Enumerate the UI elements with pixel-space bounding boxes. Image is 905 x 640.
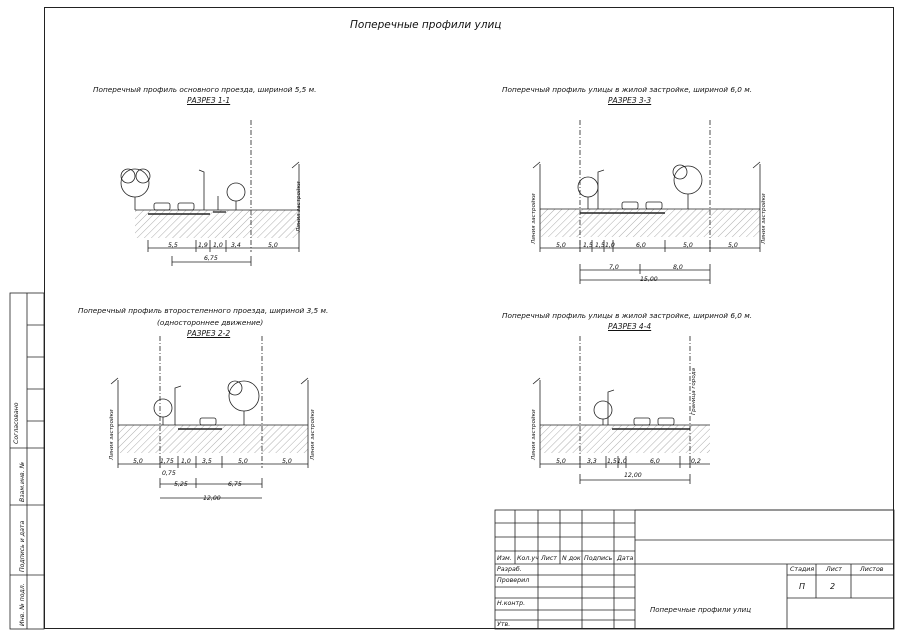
dim-4-a: 5,0 xyxy=(556,458,566,465)
label-4-building-line: Линия застройки xyxy=(531,409,537,460)
dim-2-e: 5,0 xyxy=(238,458,248,465)
tb-sheet-header: Лист xyxy=(826,566,842,573)
dim-1-a: 5,5 xyxy=(168,242,178,249)
dim-2-f: 5,0 xyxy=(282,458,292,465)
section-2-cut: РАЗРЕЗ 2-2 xyxy=(187,329,231,338)
label-4-city-border: Граница города xyxy=(691,367,697,415)
drawing-frame xyxy=(44,7,894,629)
label-2-building-line-left: Линия застройки xyxy=(109,409,115,460)
tb-stage-header: Стадия xyxy=(790,566,815,573)
dim-4-b: 3,3 xyxy=(587,458,597,465)
side-stamp-replaced-inv: Взам.инв. № xyxy=(19,461,26,502)
dim-4-d: 1,0 xyxy=(617,458,627,465)
dim-3-g: 5,0 xyxy=(728,242,738,249)
side-stamp-agreed: Согласовано xyxy=(13,402,20,444)
section-3-title: Поперечный профиль улицы в жилой застрой… xyxy=(502,85,753,94)
label-3-building-line-right: Линия застройки xyxy=(761,193,767,244)
side-stamp-signature-date: Подпись и дата xyxy=(19,520,26,572)
label-1-building-line: Линия застройки xyxy=(296,181,302,232)
section-2-subtitle: (одностороннее движение) xyxy=(157,318,264,327)
dim-4-f: 0,2 xyxy=(691,458,701,465)
tb-header-change: Изм. xyxy=(497,555,512,562)
section-4-title: Поперечный профиль улицы в жилой застрой… xyxy=(502,311,753,320)
section-2-title: Поперечный профиль второстепенного проез… xyxy=(78,306,329,315)
tb-sheet-name: Поперечные профили улиц xyxy=(650,606,751,614)
dim-2-sub-b: 5,25 xyxy=(174,481,188,488)
tb-header-signature: Подпись xyxy=(584,555,613,562)
dim-1-e: 5,0 xyxy=(268,242,278,249)
tb-sheet-value: 2 xyxy=(830,582,836,591)
section-3-cut: РАЗРЕЗ 3-3 xyxy=(608,96,652,105)
dim-3-c: 1,5 xyxy=(595,242,605,249)
dim-2-sub-c: 6,75 xyxy=(228,481,242,488)
sheet-title: Поперечные профили улиц xyxy=(350,19,502,31)
tb-header-date: Дата xyxy=(617,555,634,562)
label-2-building-line-right: Линия застройки xyxy=(310,409,316,460)
tb-role-developer: Разраб. xyxy=(497,566,522,573)
tb-header-doc: N док xyxy=(562,555,581,562)
dim-1-c: 1,0 xyxy=(213,242,223,249)
tb-role-norm-control: Н.контр. xyxy=(497,600,526,607)
dim-1-total: 6,75 xyxy=(204,255,218,262)
dim-2-b: 1,75 xyxy=(160,458,174,465)
tb-sheets-header: Листов xyxy=(860,566,884,573)
dim-3-e: 6,0 xyxy=(636,242,646,249)
tb-role-checker: Проверил xyxy=(497,577,530,584)
dim-3-total: 15,00 xyxy=(640,276,658,283)
dim-4-c: 1,5 xyxy=(607,458,617,465)
dim-4-e: 6,0 xyxy=(650,458,660,465)
dim-3-b: 1,5 xyxy=(583,242,593,249)
tb-header-qty: Кол.уч xyxy=(517,555,539,562)
dim-2-d: 3,5 xyxy=(202,458,212,465)
dim-1-b: 1,9 xyxy=(198,242,208,249)
dim-1-d: 3,4 xyxy=(231,242,241,249)
dim-2-sub-a: 0,75 xyxy=(162,470,176,477)
dim-4-total: 12,00 xyxy=(624,472,642,479)
tb-role-approved: Утв. xyxy=(497,621,511,628)
dim-2-a: 5,0 xyxy=(133,458,143,465)
dim-3-a: 5,0 xyxy=(556,242,566,249)
tb-stage-value: П xyxy=(799,582,806,591)
dim-3-sub-b: 8,0 xyxy=(673,264,683,271)
label-3-building-line-left: Линия застройки xyxy=(531,193,537,244)
section-4-cut: РАЗРЕЗ 4-4 xyxy=(608,322,652,331)
dim-3-sub-a: 7,0 xyxy=(609,264,619,271)
section-1-cut: РАЗРЕЗ 1-1 xyxy=(187,96,231,105)
dim-2-c: 1,0 xyxy=(181,458,191,465)
tb-header-sheet: Лист xyxy=(541,555,557,562)
side-stamp-orig-inv: Инв. № подл. xyxy=(19,583,26,626)
dim-3-d: 1,0 xyxy=(605,242,615,249)
dim-3-f: 5,0 xyxy=(683,242,693,249)
dim-2-total: 12,00 xyxy=(203,495,221,502)
section-1-title: Поперечный профиль основного проезда, ши… xyxy=(93,85,317,94)
